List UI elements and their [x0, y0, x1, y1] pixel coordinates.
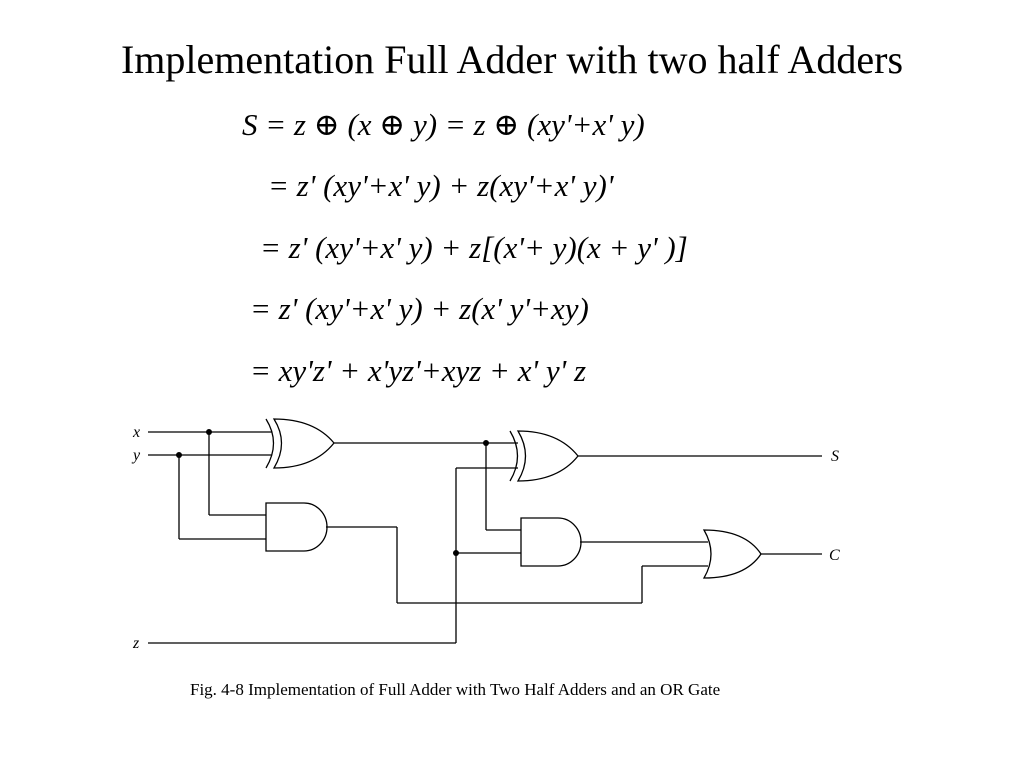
junction-y — [176, 452, 182, 458]
or-gate — [702, 529, 762, 579]
and-gate-2 — [520, 517, 582, 567]
figure-caption: Fig. 4-8 Implementation of Full Adder wi… — [190, 680, 721, 699]
equation-line-4: = z' (xy'+x' y) + z(x' y'+xy) — [250, 291, 589, 326]
junction-xor1 — [483, 440, 489, 446]
equation-line-3: = z' (xy'+x' y) + z[(x'+ y)(x + y' )] — [260, 230, 688, 265]
junction-x — [206, 429, 212, 435]
and-gate-1 — [265, 502, 328, 552]
equation-line-5: = xy'z' + x'yz'+xyz + x' y' z — [250, 353, 587, 388]
input-z-label: z — [132, 635, 140, 652]
equation-line-1: S = z ⊕ (x ⊕ y) = z ⊕ (xy'+x' y) — [242, 107, 645, 142]
junction-z — [453, 550, 459, 556]
input-y-label: y — [131, 447, 141, 464]
input-x-label: x — [132, 424, 140, 441]
xor-gate-1 — [265, 418, 335, 469]
equation-line-2: = z' (xy'+x' y) + z(xy'+x' y)' — [268, 168, 614, 203]
xor-gate-2 — [509, 430, 579, 482]
output-c-label: C — [829, 547, 840, 564]
output-s-label: S — [831, 448, 839, 465]
slide-title: Implementation Full Adder with two half … — [120, 37, 904, 82]
